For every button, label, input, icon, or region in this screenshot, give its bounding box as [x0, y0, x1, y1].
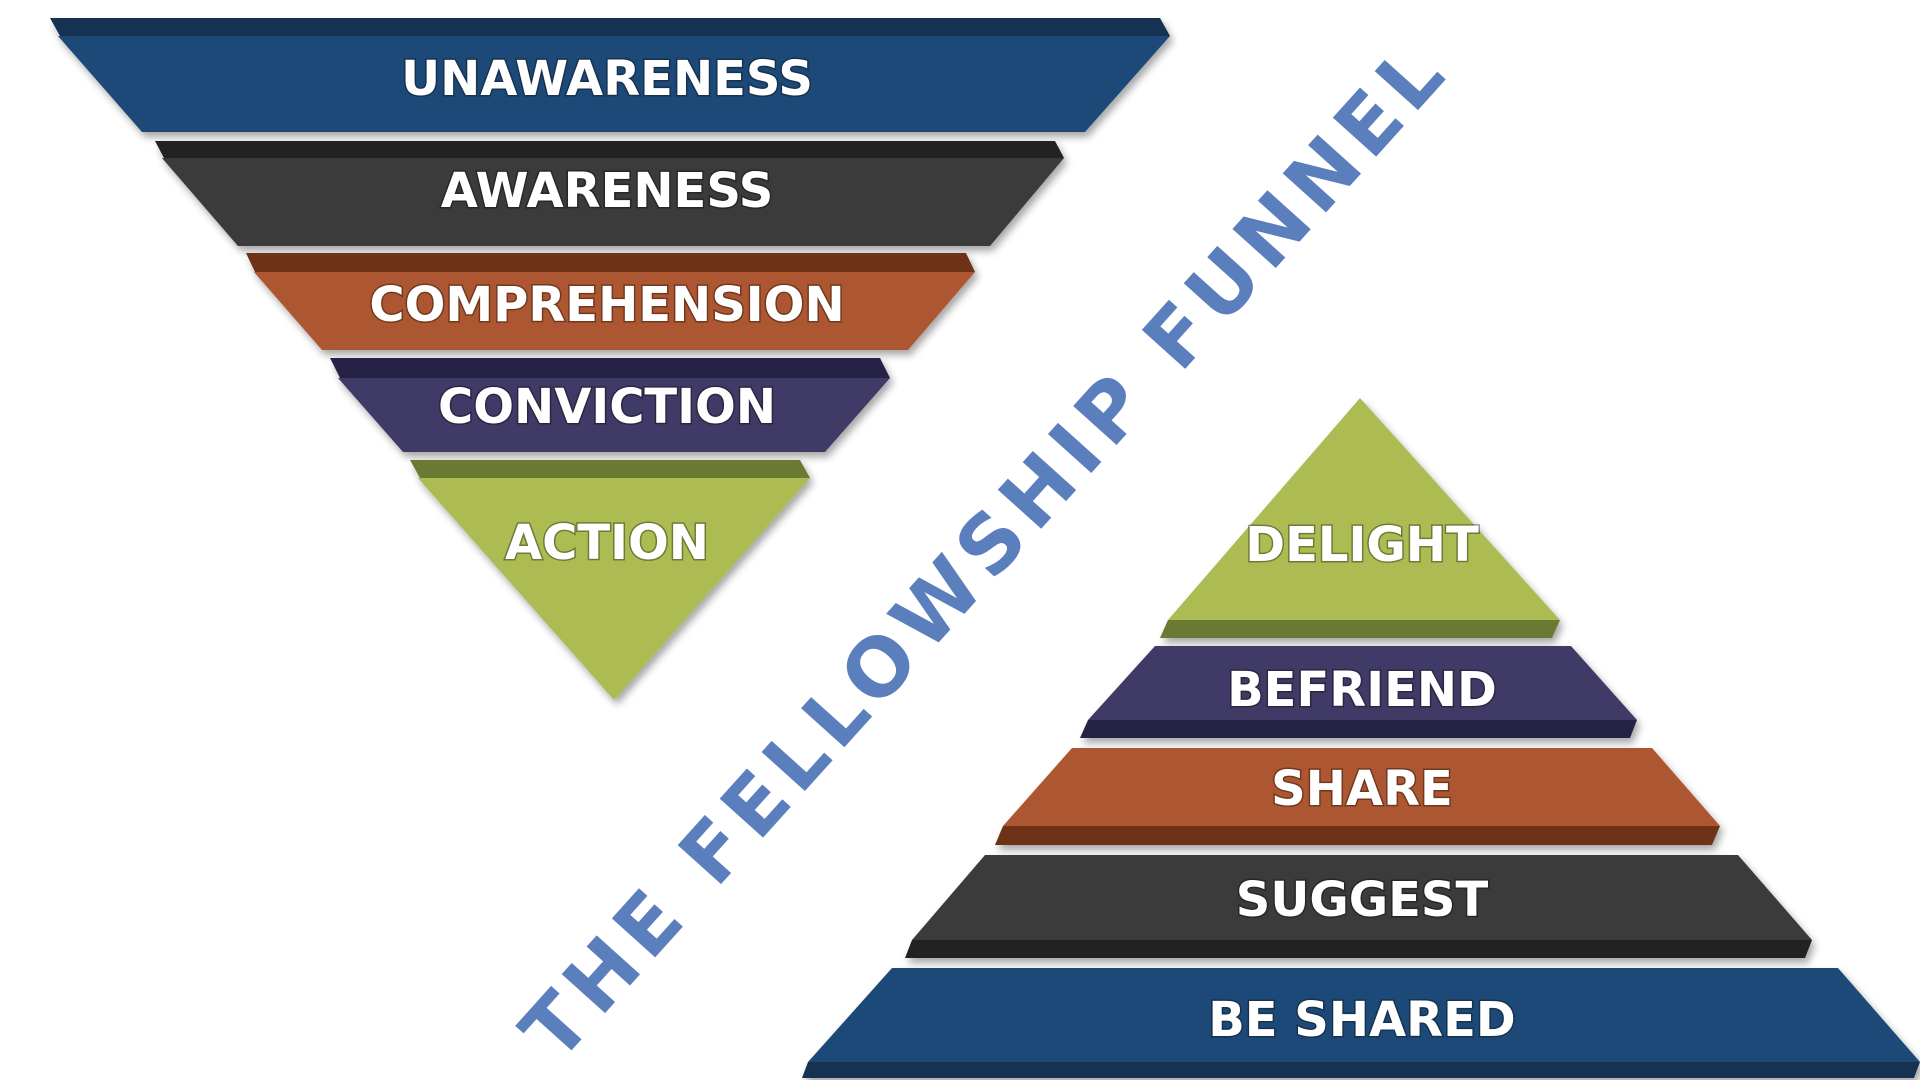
pyramid-level-suggest-face [912, 855, 1812, 940]
pyramid-label-befriend: BEFRIEND [1227, 662, 1497, 718]
funnel-level-unawareness: UNAWARENESS [50, 18, 1170, 132]
funnel-level-conviction-edge [330, 358, 890, 378]
funnel-level-conviction: CONVICTION [330, 358, 890, 452]
funnel-label-awareness: AWARENESS [441, 163, 774, 219]
pyramid-level-delight-face [1168, 398, 1560, 620]
pyramid-level-suggest-edge [905, 940, 1812, 958]
pyramid-level-be-shared-face [808, 968, 1920, 1062]
pyramid-label-delight: DELIGHT [1245, 517, 1479, 573]
funnel-level-comprehension-face [254, 272, 975, 350]
funnel-level-awareness: AWARENESS [155, 141, 1064, 246]
pyramid-label-suggest: SUGGEST [1236, 872, 1489, 928]
pyramid-level-delight-edge [1160, 620, 1560, 638]
funnel-level-unawareness-edge [50, 18, 1170, 36]
pyramid-level-share: SHARE [995, 748, 1720, 845]
pyramid-level-be-shared: BE SHARED [802, 968, 1920, 1078]
funnel-label-unawareness: UNAWARENESS [401, 51, 813, 107]
funnel-level-awareness-edge [155, 141, 1064, 158]
pyramid-level-be-shared-edge [802, 1062, 1920, 1078]
pyramid-label-share: SHARE [1271, 761, 1453, 817]
funnel-level-action: ACTION [410, 460, 810, 700]
pyramid-level-share-edge [995, 826, 1720, 845]
pyramid-label-be-shared: BE SHARED [1208, 992, 1516, 1048]
pyramid-level-suggest: SUGGEST [905, 855, 1812, 958]
funnel-level-conviction-face [338, 378, 890, 452]
funnel-label-action: ACTION [505, 515, 709, 571]
funnel-label-comprehension: COMPREHENSION [369, 277, 844, 333]
pyramid-level-share-face [1003, 748, 1720, 826]
pyramid-level-delight: DELIGHT [1160, 398, 1560, 638]
funnel-label-conviction: CONVICTION [438, 379, 776, 435]
funnel-level-unawareness-face [58, 36, 1170, 132]
funnel-level-awareness-face [162, 158, 1064, 246]
funnel-level-comprehension: COMPREHENSION [246, 253, 975, 350]
pyramid-level-befriend-face [1088, 646, 1637, 720]
pyramid-level-befriend-edge [1080, 720, 1637, 738]
funnel-level-action-edge [410, 460, 810, 478]
funnel-level-comprehension-edge [246, 253, 975, 272]
upright-pyramid: DELIGHT BEFRIEND SHARE SUGGEST BE SHARED [802, 398, 1920, 1078]
inverted-funnel: UNAWARENESS AWARENESS COMPREHENSION CONV… [50, 18, 1170, 700]
funnel-level-action-face [418, 478, 810, 700]
pyramid-level-befriend: BEFRIEND [1080, 646, 1637, 738]
